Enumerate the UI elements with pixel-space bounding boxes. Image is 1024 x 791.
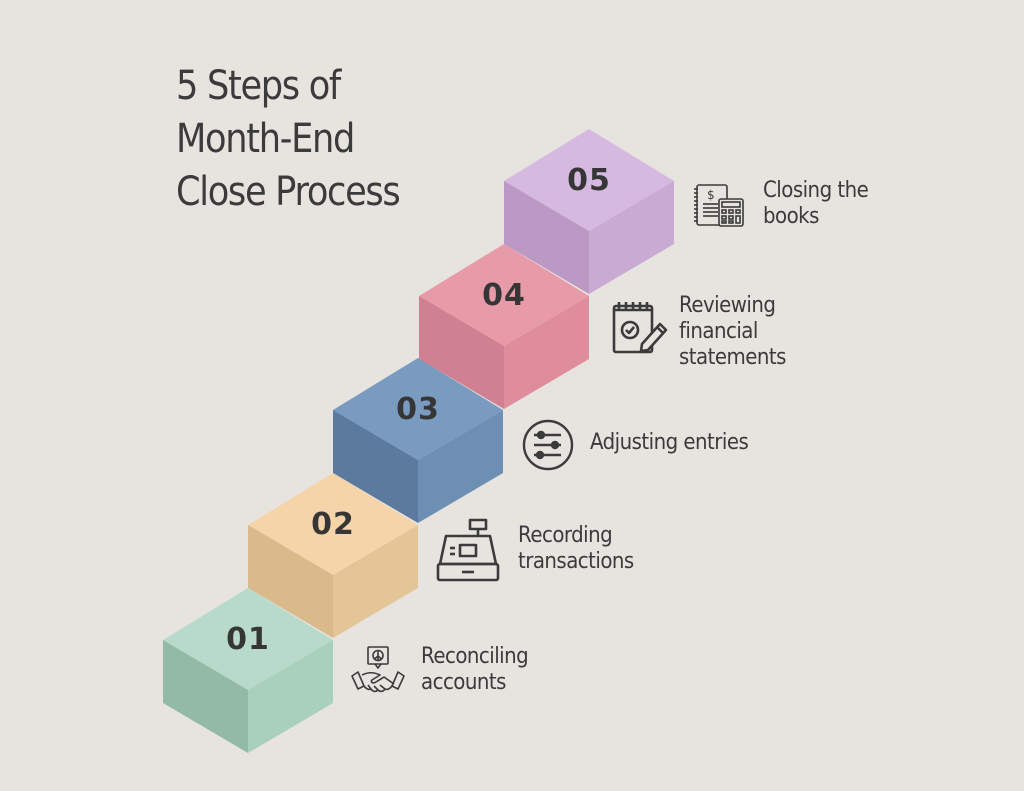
cash-register-icon bbox=[436, 518, 500, 582]
step-number: 04 bbox=[482, 278, 526, 313]
cube-top-face bbox=[248, 473, 418, 575]
cube-top-face bbox=[504, 129, 674, 231]
cube-right-face bbox=[418, 410, 503, 523]
step-cube-02: 02 bbox=[248, 473, 418, 638]
svg-text:$: $ bbox=[707, 188, 715, 202]
step-cube-01: 01 bbox=[163, 588, 333, 753]
step-number: 05 bbox=[567, 163, 611, 198]
notepad-check-pencil-icon bbox=[612, 302, 668, 354]
step-number: 03 bbox=[396, 392, 440, 427]
label-line: books bbox=[763, 204, 819, 229]
label-line: Reconciling bbox=[421, 644, 529, 669]
label-line: Closing the bbox=[763, 178, 869, 203]
label-line: statements bbox=[679, 345, 786, 370]
handshake-icon bbox=[351, 646, 405, 693]
cube-right-face bbox=[333, 525, 418, 638]
cube-right-face bbox=[504, 296, 589, 409]
step-label-05: Closing the books bbox=[763, 178, 869, 230]
label-line: Recording bbox=[518, 523, 613, 548]
cube-left-face bbox=[333, 410, 418, 523]
label-line: accounts bbox=[421, 670, 506, 695]
label-line: transactions bbox=[518, 549, 634, 574]
step-cube-04: 04 bbox=[419, 244, 589, 409]
label-line: Reviewing bbox=[679, 293, 776, 318]
step-cube-03: 03 bbox=[333, 358, 503, 523]
step-number: 02 bbox=[311, 507, 355, 542]
cube-top-face bbox=[333, 358, 503, 460]
diagram-title: 5 Steps of Month-End Close Process bbox=[176, 60, 401, 219]
cube-left-face bbox=[419, 296, 504, 409]
step-label-02: Recording transactions bbox=[518, 523, 634, 575]
title-line-1: 5 Steps of bbox=[176, 63, 341, 109]
title-line-3: Close Process bbox=[176, 169, 401, 215]
step-label-04: Reviewing financial statements bbox=[679, 293, 786, 371]
step-number: 01 bbox=[226, 622, 270, 657]
cube-right-face bbox=[589, 181, 674, 294]
label-line: Adjusting entries bbox=[590, 430, 749, 455]
cube-top-face bbox=[419, 244, 589, 346]
step-label-03: Adjusting entries bbox=[590, 430, 749, 456]
cube-left-face bbox=[504, 181, 589, 294]
cube-right-face bbox=[248, 640, 333, 753]
sliders-icon bbox=[522, 419, 574, 471]
cube-left-face bbox=[248, 525, 333, 638]
title-line-2: Month-End bbox=[176, 116, 355, 162]
label-line: financial bbox=[679, 319, 758, 344]
step-cube-05: 05 bbox=[504, 129, 674, 294]
step-label-01: Reconciling accounts bbox=[421, 644, 529, 696]
ledger-calculator-icon: $ bbox=[694, 184, 744, 227]
cube-top-face bbox=[163, 588, 333, 690]
cube-left-face bbox=[163, 640, 248, 753]
